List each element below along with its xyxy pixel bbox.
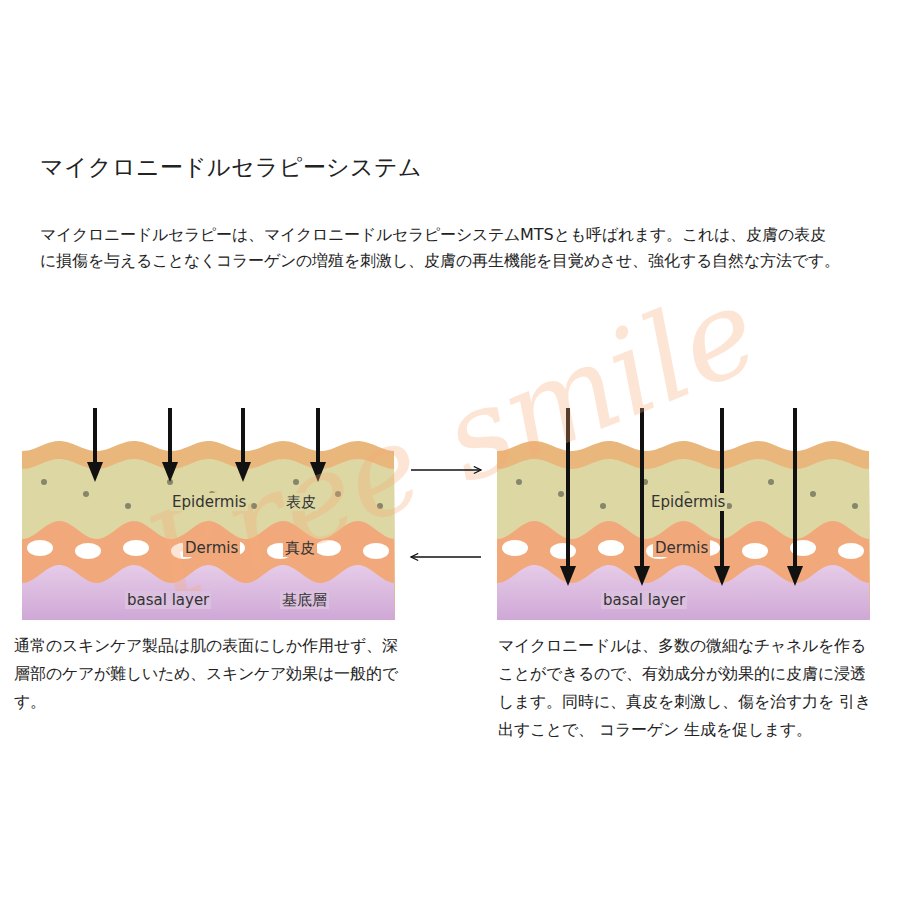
arrow-head bbox=[634, 566, 650, 586]
dermis-oval bbox=[598, 540, 624, 556]
layer-label: Epidermis bbox=[649, 493, 727, 511]
dermis-oval bbox=[75, 543, 101, 559]
layer-label: Epidermis bbox=[170, 493, 248, 511]
epidermis-layer: Epidermis 表皮 bbox=[22, 460, 395, 527]
dermis-oval bbox=[838, 543, 864, 559]
layer-label: basal layer bbox=[601, 591, 687, 609]
layer-label: 真皮 bbox=[283, 539, 317, 557]
title: マイクロニードルセラピーシステム bbox=[40, 152, 422, 182]
layer-label: 基底層 bbox=[280, 591, 329, 609]
epidermis-layer: Epidermis bbox=[497, 460, 870, 527]
basal-layer: basal layer bbox=[497, 575, 870, 620]
basal-layer: basal layer 基底層 bbox=[22, 575, 395, 620]
layer-label: Dermis bbox=[183, 539, 240, 557]
penetration-arrow bbox=[168, 408, 172, 466]
cell-dot bbox=[768, 479, 774, 485]
transition-arrow bbox=[411, 469, 481, 470]
arrow-head bbox=[162, 462, 178, 482]
caption-left: 通常のスキンケア製品は肌の表面にしか作用せず、深層部のケアが難しいため、スキンケ… bbox=[14, 632, 412, 716]
dermis-oval bbox=[502, 540, 528, 556]
layer-label: basal layer bbox=[125, 591, 211, 609]
intro-paragraph: マイクロニードルセラピーは、マイクロニードルセラピーシステムMTSとも呼ばれます… bbox=[40, 222, 840, 274]
basal-band bbox=[497, 565, 870, 620]
penetration-arrow bbox=[720, 408, 724, 570]
penetration-arrow bbox=[93, 408, 97, 466]
dermis-layer: Dermis bbox=[497, 527, 870, 575]
arrow-head bbox=[560, 566, 576, 586]
cell-dot bbox=[83, 491, 89, 497]
caption-right: マイクロニードルは、多数の微細なチャネルを作ることができるので、有効成分が効果的… bbox=[498, 632, 880, 744]
transition-arrow bbox=[411, 556, 481, 557]
dermis-oval bbox=[27, 540, 53, 556]
cell-dot bbox=[852, 503, 858, 509]
dermis-oval bbox=[550, 543, 576, 559]
penetration-arrow bbox=[793, 408, 797, 570]
layer-label: 表皮 bbox=[284, 493, 318, 511]
dermis-oval bbox=[742, 543, 768, 559]
cell-dot bbox=[810, 491, 816, 497]
dermis-layer: Dermis 真皮 bbox=[22, 527, 395, 575]
arrow-head bbox=[87, 462, 103, 482]
arrow-head bbox=[714, 566, 730, 586]
cell-dot bbox=[41, 479, 47, 485]
cell-dot bbox=[558, 491, 564, 497]
epidermis-band bbox=[497, 459, 870, 620]
arrow-head bbox=[787, 566, 803, 586]
layer-label: Dermis bbox=[653, 539, 710, 557]
penetration-arrow bbox=[241, 408, 245, 466]
dermis-band bbox=[497, 521, 870, 620]
cell-dot bbox=[600, 503, 606, 509]
